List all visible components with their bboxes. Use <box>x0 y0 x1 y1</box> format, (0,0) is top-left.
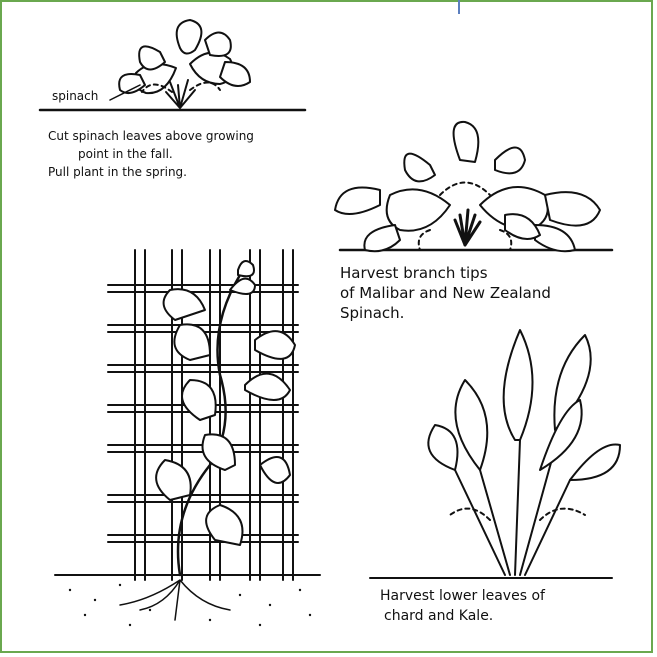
spinach-note-line-1: Cut spinach leaves above growing <box>48 129 254 143</box>
chard-note-line-2: chard and Kale. <box>384 608 493 624</box>
trellis-vine-plant <box>55 250 320 626</box>
spinach-note-line-3: Pull plant in the spring. <box>48 165 187 179</box>
chard-note-line-1: Harvest lower leaves of <box>380 588 546 604</box>
chard-plant <box>370 330 620 578</box>
malabar-spinach-plant <box>335 122 612 251</box>
malabar-note-line-2: of Malibar and New Zealand <box>340 284 551 302</box>
malabar-note-line-1: Harvest branch tips <box>340 264 488 282</box>
spinach-note-line-2: point in the fall. <box>78 147 173 161</box>
malabar-note-line-3: Spinach. <box>340 304 404 322</box>
spinach-label: spinach <box>52 89 98 103</box>
